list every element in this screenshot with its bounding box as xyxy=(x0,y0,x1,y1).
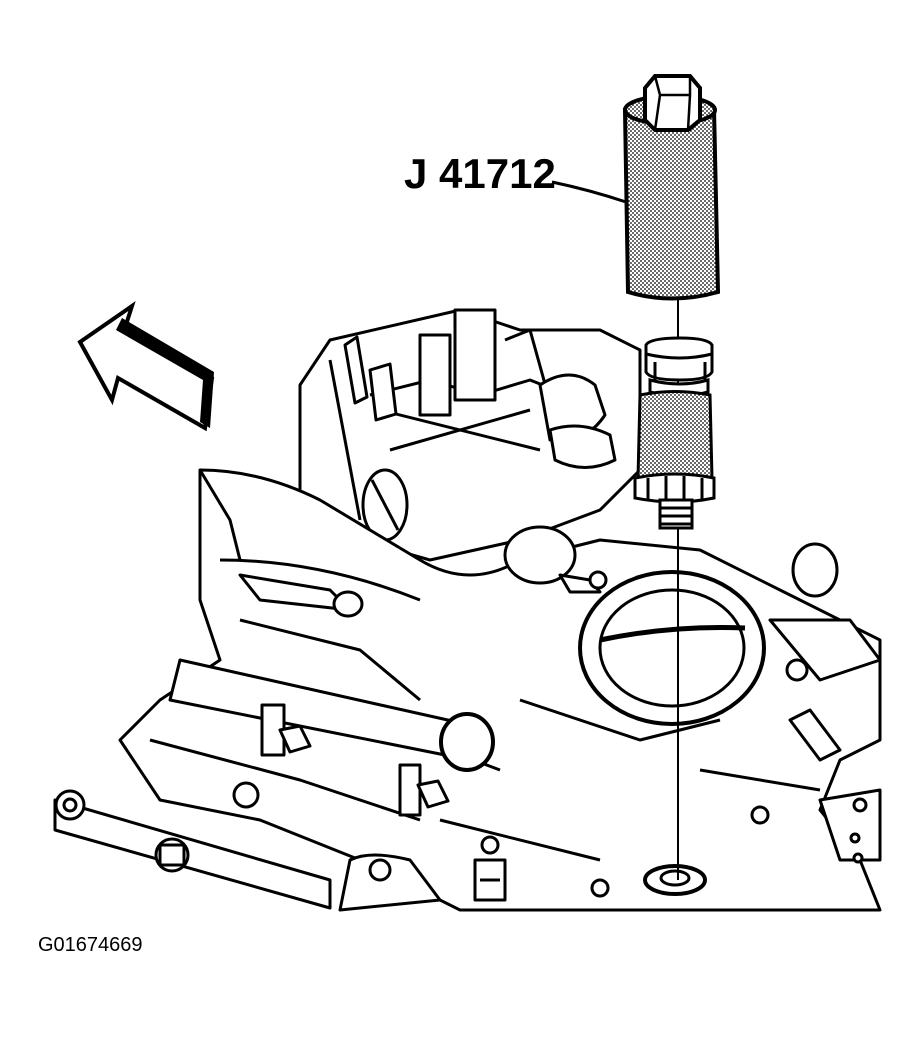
figure-id-label: G01674669 xyxy=(38,934,143,956)
oil-pressure-sensor xyxy=(633,336,716,530)
intake-manifold xyxy=(53,308,882,912)
callout-leader-line xyxy=(551,180,627,204)
socket-tool-j41712 xyxy=(622,74,721,301)
tool-callout-label: J 41712 xyxy=(404,150,556,197)
front-direction-arrow-icon xyxy=(77,301,215,432)
